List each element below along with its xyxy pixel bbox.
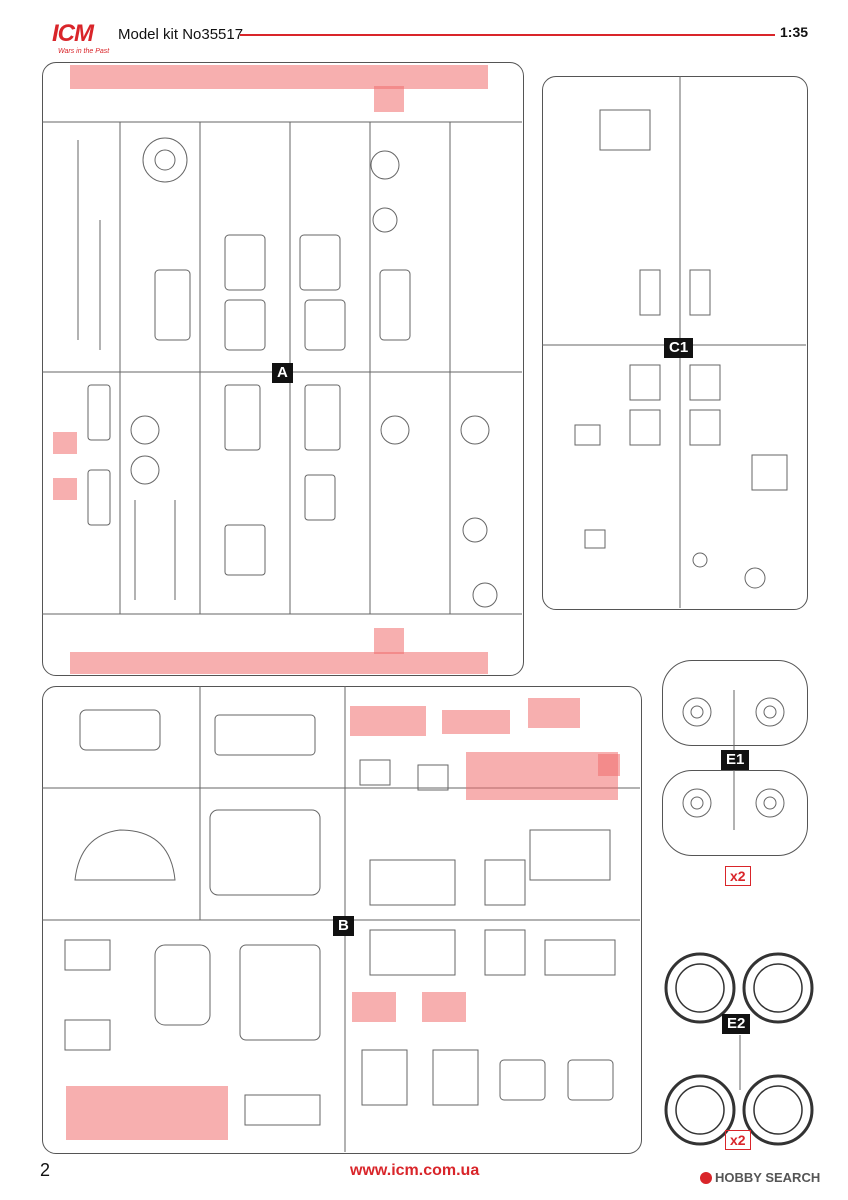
watermark-text: HOBBY SEARCH xyxy=(715,1170,821,1185)
highlight-a-bottom-rail xyxy=(70,652,488,674)
highlight-a-part-left-2 xyxy=(53,478,77,500)
sprue-label-c1: C1 xyxy=(664,338,694,358)
e1-quantity-badge: x2 xyxy=(725,866,751,886)
highlight-a-top-rail xyxy=(70,65,488,89)
footer-url-link[interactable]: www.icm.com.ua xyxy=(350,1162,480,1179)
highlight-b-part-21 xyxy=(352,992,396,1022)
header-rule xyxy=(240,34,775,36)
model-title: Model kit No35517 xyxy=(118,26,244,43)
brand-logo: ICM xyxy=(52,20,94,47)
sprue-label-a: A xyxy=(272,363,293,383)
brand-tagline: Wars in the Past xyxy=(58,48,110,55)
highlight-b-part-28 xyxy=(66,1086,228,1140)
sprue-e1b-frame xyxy=(662,770,808,856)
watermark: HOBBY SEARCH xyxy=(700,1170,820,1185)
highlight-b-small-part xyxy=(598,754,620,776)
highlight-a-top-bracket xyxy=(374,86,404,112)
highlight-a-part-left-1 xyxy=(53,432,77,454)
watermark-logo-icon xyxy=(700,1172,712,1184)
page-number: 2 xyxy=(40,1160,51,1180)
e2-quantity-badge: x2 xyxy=(725,1130,751,1150)
highlight-b-part-26 xyxy=(422,992,466,1022)
highlight-b-tailgate xyxy=(466,752,618,800)
highlight-b-panel-2 xyxy=(442,710,510,734)
sprue-label-e1: E1 xyxy=(721,750,750,770)
scale-label: 1:35 xyxy=(780,24,809,40)
sprue-label-e2: E2 xyxy=(722,1014,751,1034)
sprue-label-b: B xyxy=(333,916,354,936)
highlight-b-panel-3 xyxy=(528,698,580,728)
highlight-b-panel-1 xyxy=(350,706,426,736)
highlight-a-bottom-bracket xyxy=(374,628,404,654)
